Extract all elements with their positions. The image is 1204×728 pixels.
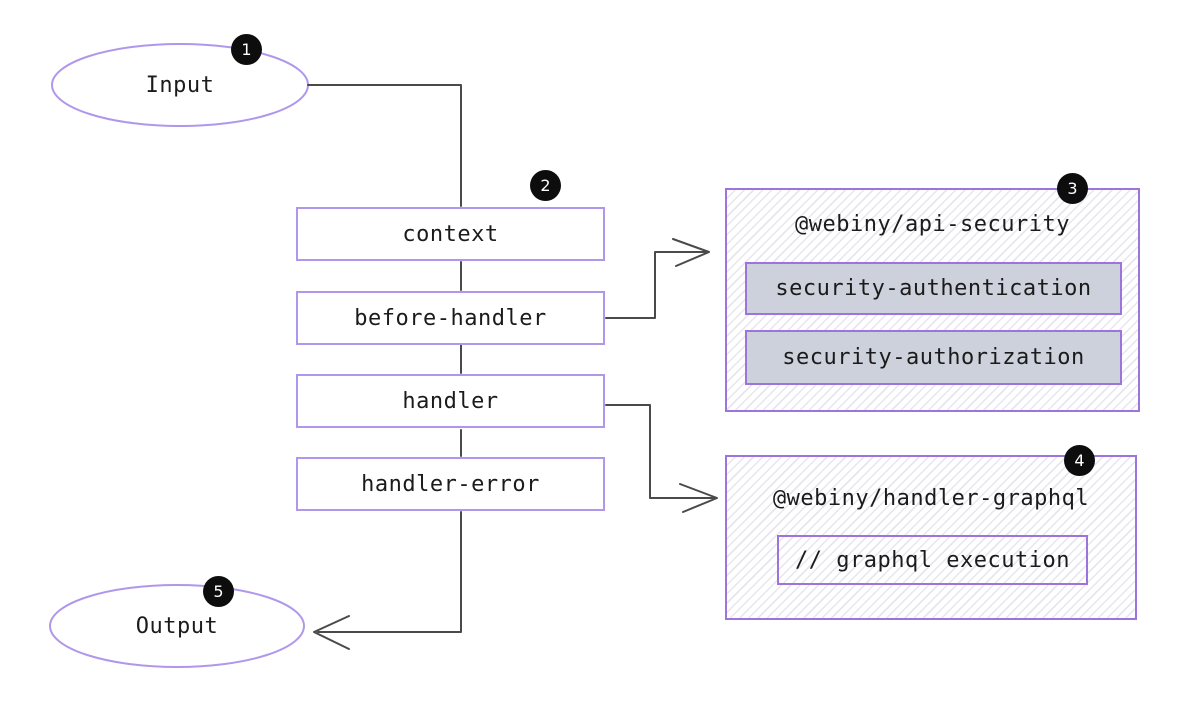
badge-4: 4 <box>1064 445 1095 476</box>
badge-2: 2 <box>530 170 561 201</box>
plugin-security-authorization: security-authorization <box>745 330 1122 385</box>
connector-handler-to-graphql <box>605 404 715 499</box>
output-ellipse <box>49 584 305 668</box>
plugin-graphql-execution: // graphql execution <box>777 535 1088 585</box>
badge-5: 5 <box>203 576 234 607</box>
graphql-panel: @webiny/handler-graphql // graphql execu… <box>725 455 1137 620</box>
connector-handler-error-to-output <box>317 511 462 633</box>
connector-input-to-context <box>307 84 462 207</box>
badge-1: 1 <box>231 34 262 65</box>
arrowhead-to-output <box>313 615 350 650</box>
security-panel-title: @webiny/api-security <box>795 212 1070 237</box>
step-context: context <box>296 207 605 261</box>
step-handler: handler <box>296 374 605 428</box>
plugin-security-authentication: security-authentication <box>745 262 1122 315</box>
graphql-panel-title: @webiny/handler-graphql <box>772 486 1090 511</box>
input-node-label: Input <box>145 73 215 98</box>
security-panel: @webiny/api-security security-authentica… <box>725 188 1140 412</box>
connector-before-handler-to-security <box>605 251 707 319</box>
badge-3: 3 <box>1057 173 1088 204</box>
step-before-handler: before-handler <box>296 291 605 345</box>
arrowhead-to-graphql <box>679 483 718 513</box>
output-node-label: Output <box>135 613 219 639</box>
arrowhead-to-security <box>672 238 710 267</box>
step-handler-error: handler-error <box>296 457 605 511</box>
